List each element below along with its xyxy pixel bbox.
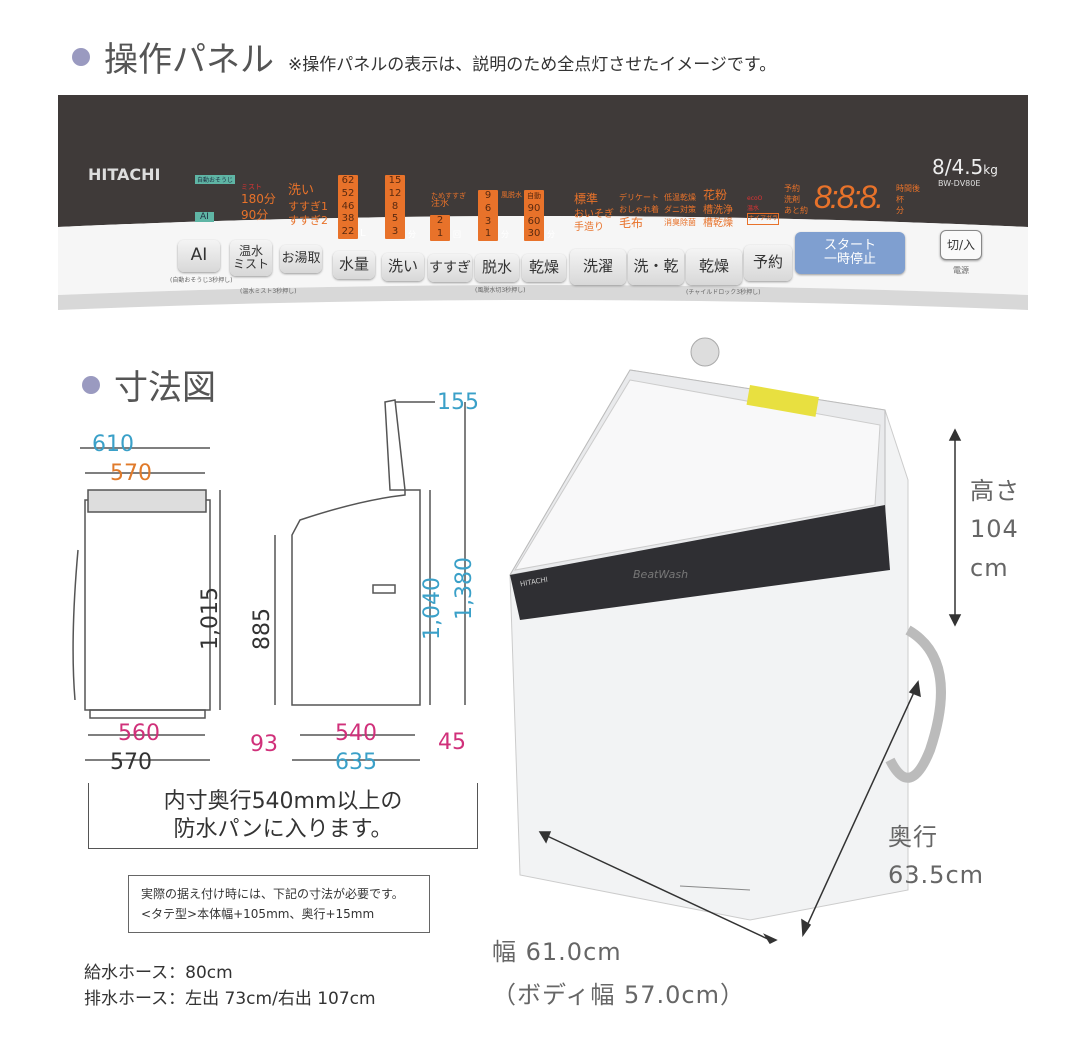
panel-section-heading: 操作パネル ※操作パネルの表示は、説明のため全点灯させたイメージです。 bbox=[72, 32, 776, 81]
dry-button-sublabel: (チャイルドロック3秒押し) bbox=[686, 289, 761, 296]
course-col-3: 低温乾燥ダニ対策消臭除菌 bbox=[664, 193, 696, 227]
lid-logo: BeatWash bbox=[633, 568, 689, 581]
mist-button-sublabel: (温水ミスト3秒押し) bbox=[240, 288, 297, 295]
reserve-button[interactable]: 予約 bbox=[744, 245, 792, 281]
auto-clean-tag: 自動おそうじ bbox=[195, 175, 236, 184]
side-right-gap: 45 bbox=[438, 730, 466, 755]
course-col-4: 花粉槽洗浄槽乾燥 bbox=[703, 188, 733, 229]
front-base-outer: 570 bbox=[110, 750, 152, 775]
front-height: 1,015 bbox=[198, 587, 223, 650]
ai-button-sublabel: (自動おそうじ3秒押し) bbox=[170, 277, 233, 284]
front-base-inner: 560 bbox=[118, 721, 160, 746]
water-level-button[interactable]: 水量 bbox=[333, 251, 375, 279]
body-width-label: （ボディ幅 57.0cm） bbox=[492, 981, 745, 1009]
ai-tag: AI bbox=[195, 212, 214, 222]
start-pause-button[interactable]: スタート 一時停止 bbox=[795, 232, 905, 274]
side-left-gap: 93 bbox=[250, 732, 278, 757]
power-button[interactable]: 切/入 bbox=[940, 230, 982, 260]
washer-illustration bbox=[509, 337, 946, 921]
section-title: 寸法図 bbox=[114, 368, 216, 408]
rinse-labels: ためすすぎ注水 bbox=[431, 192, 466, 210]
course-wash-dry-button[interactable]: 洗・乾 bbox=[628, 249, 684, 285]
course-wash-button[interactable]: 洗濯 bbox=[570, 249, 626, 285]
course-col-2: デリケートおしゃれ着毛布 bbox=[619, 193, 659, 230]
capacity-label: 8/4.5kg bbox=[932, 155, 998, 179]
dry-unit: 分 bbox=[547, 230, 555, 239]
panel-note: ※操作パネルの表示は、説明のため全点灯させたイメージです。 bbox=[288, 55, 777, 75]
wash-unit: 分 bbox=[408, 230, 416, 239]
side-view bbox=[274, 399, 466, 761]
brand-logo: HITACHI bbox=[88, 165, 161, 184]
front-width-outer: 610 bbox=[92, 432, 134, 457]
wash-button[interactable]: 洗い bbox=[382, 253, 424, 281]
side-height-body: 885 bbox=[250, 608, 275, 650]
spin-button[interactable]: 脱水 bbox=[475, 254, 519, 282]
waterproof-pan-note: 内寸奥行540mm以上の防水パンに入ります。 bbox=[88, 783, 478, 849]
bullet-icon bbox=[82, 375, 100, 394]
time-display: 8:8:8. bbox=[814, 179, 884, 215]
model-number: BW-DV80E bbox=[938, 179, 981, 188]
dimension-section-heading: 寸法図 bbox=[82, 360, 216, 409]
dimension-drawing bbox=[72, 399, 466, 761]
dimension-arrows bbox=[538, 428, 962, 944]
water-unit: L bbox=[360, 228, 366, 239]
side-top-dim: 155 bbox=[437, 390, 479, 415]
rinse-unit: 回 bbox=[453, 230, 461, 239]
front-width-inner: 570 bbox=[110, 461, 152, 486]
warm-mist-button[interactable]: 温水 ミスト bbox=[230, 240, 272, 276]
install-note-box: 実際の据え付け時には、下記の寸法が必要です。<タテ型>本体幅+105mm、奥行+… bbox=[128, 875, 430, 933]
ai-button[interactable]: AI bbox=[178, 240, 220, 272]
spin-unit: 分 bbox=[501, 230, 509, 239]
spin-label: 風脱水 bbox=[501, 191, 522, 199]
ofuro-button[interactable]: お湯取 bbox=[280, 245, 322, 273]
bullet-icon bbox=[72, 47, 90, 66]
dry-button[interactable]: 乾燥 bbox=[522, 254, 566, 282]
side-height-open: 1,380 bbox=[452, 557, 477, 620]
power-label: 電源 bbox=[953, 266, 969, 275]
side-base-inner: 540 bbox=[335, 721, 377, 746]
rinse-button[interactable]: すすぎ bbox=[428, 254, 472, 282]
spin-button-sublabel: (風脱水切3秒押し) bbox=[475, 287, 526, 294]
course-dry-button[interactable]: 乾燥 bbox=[686, 249, 742, 285]
timer-labels: 予約洗剤あと約 bbox=[784, 184, 808, 216]
side-height-lid: 1,040 bbox=[420, 577, 445, 640]
display-units: 時間後杯分 bbox=[896, 184, 920, 216]
section-title: 操作パネル bbox=[104, 40, 274, 80]
width-label: 幅 61.0cm bbox=[492, 938, 622, 966]
course-col-1: 標準おいそぎ手造り bbox=[574, 192, 614, 233]
side-depth: 635 bbox=[335, 750, 377, 775]
front-view bbox=[72, 447, 221, 761]
